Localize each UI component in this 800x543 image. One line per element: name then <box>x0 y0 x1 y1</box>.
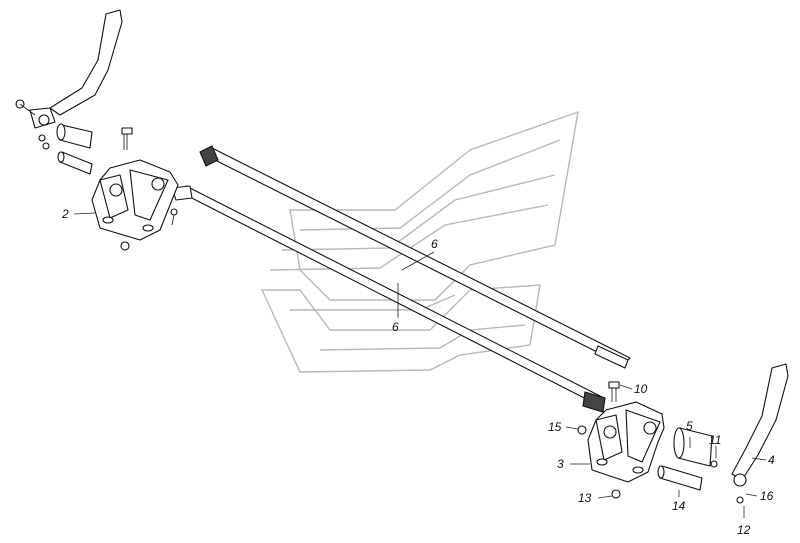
callout-11: 11 <box>709 433 721 447</box>
callout-10: 10 <box>634 382 648 396</box>
right-bracket <box>587 401 665 483</box>
left-bushings <box>56 123 93 175</box>
upper-rod <box>199 145 631 369</box>
right-pedal-lever <box>710 363 789 504</box>
right-small-parts <box>577 381 621 499</box>
callout-6-upper: 6 <box>431 237 438 251</box>
left-pedal-lever <box>15 9 123 150</box>
callout-2: 2 <box>61 207 69 221</box>
left-bracket <box>91 159 179 251</box>
left-bolt <box>121 127 133 150</box>
right-bushings <box>657 427 713 491</box>
watermark-logo <box>260 110 579 373</box>
callout-3: 3 <box>557 457 564 471</box>
lower-rod <box>171 185 606 413</box>
callout-4: 4 <box>768 453 775 467</box>
callout-14: 14 <box>672 499 686 513</box>
callout-16: 16 <box>760 489 774 503</box>
callout-labels: 2 3 4 5 6 6 10 11 12 13 14 15 16 <box>61 207 775 537</box>
callout-13: 13 <box>578 491 592 505</box>
callout-15: 15 <box>548 420 562 434</box>
callout-6-lower: 6 <box>392 320 399 334</box>
leader-lines <box>73 212 767 518</box>
callout-12: 12 <box>737 523 751 537</box>
callout-5: 5 <box>686 419 693 433</box>
